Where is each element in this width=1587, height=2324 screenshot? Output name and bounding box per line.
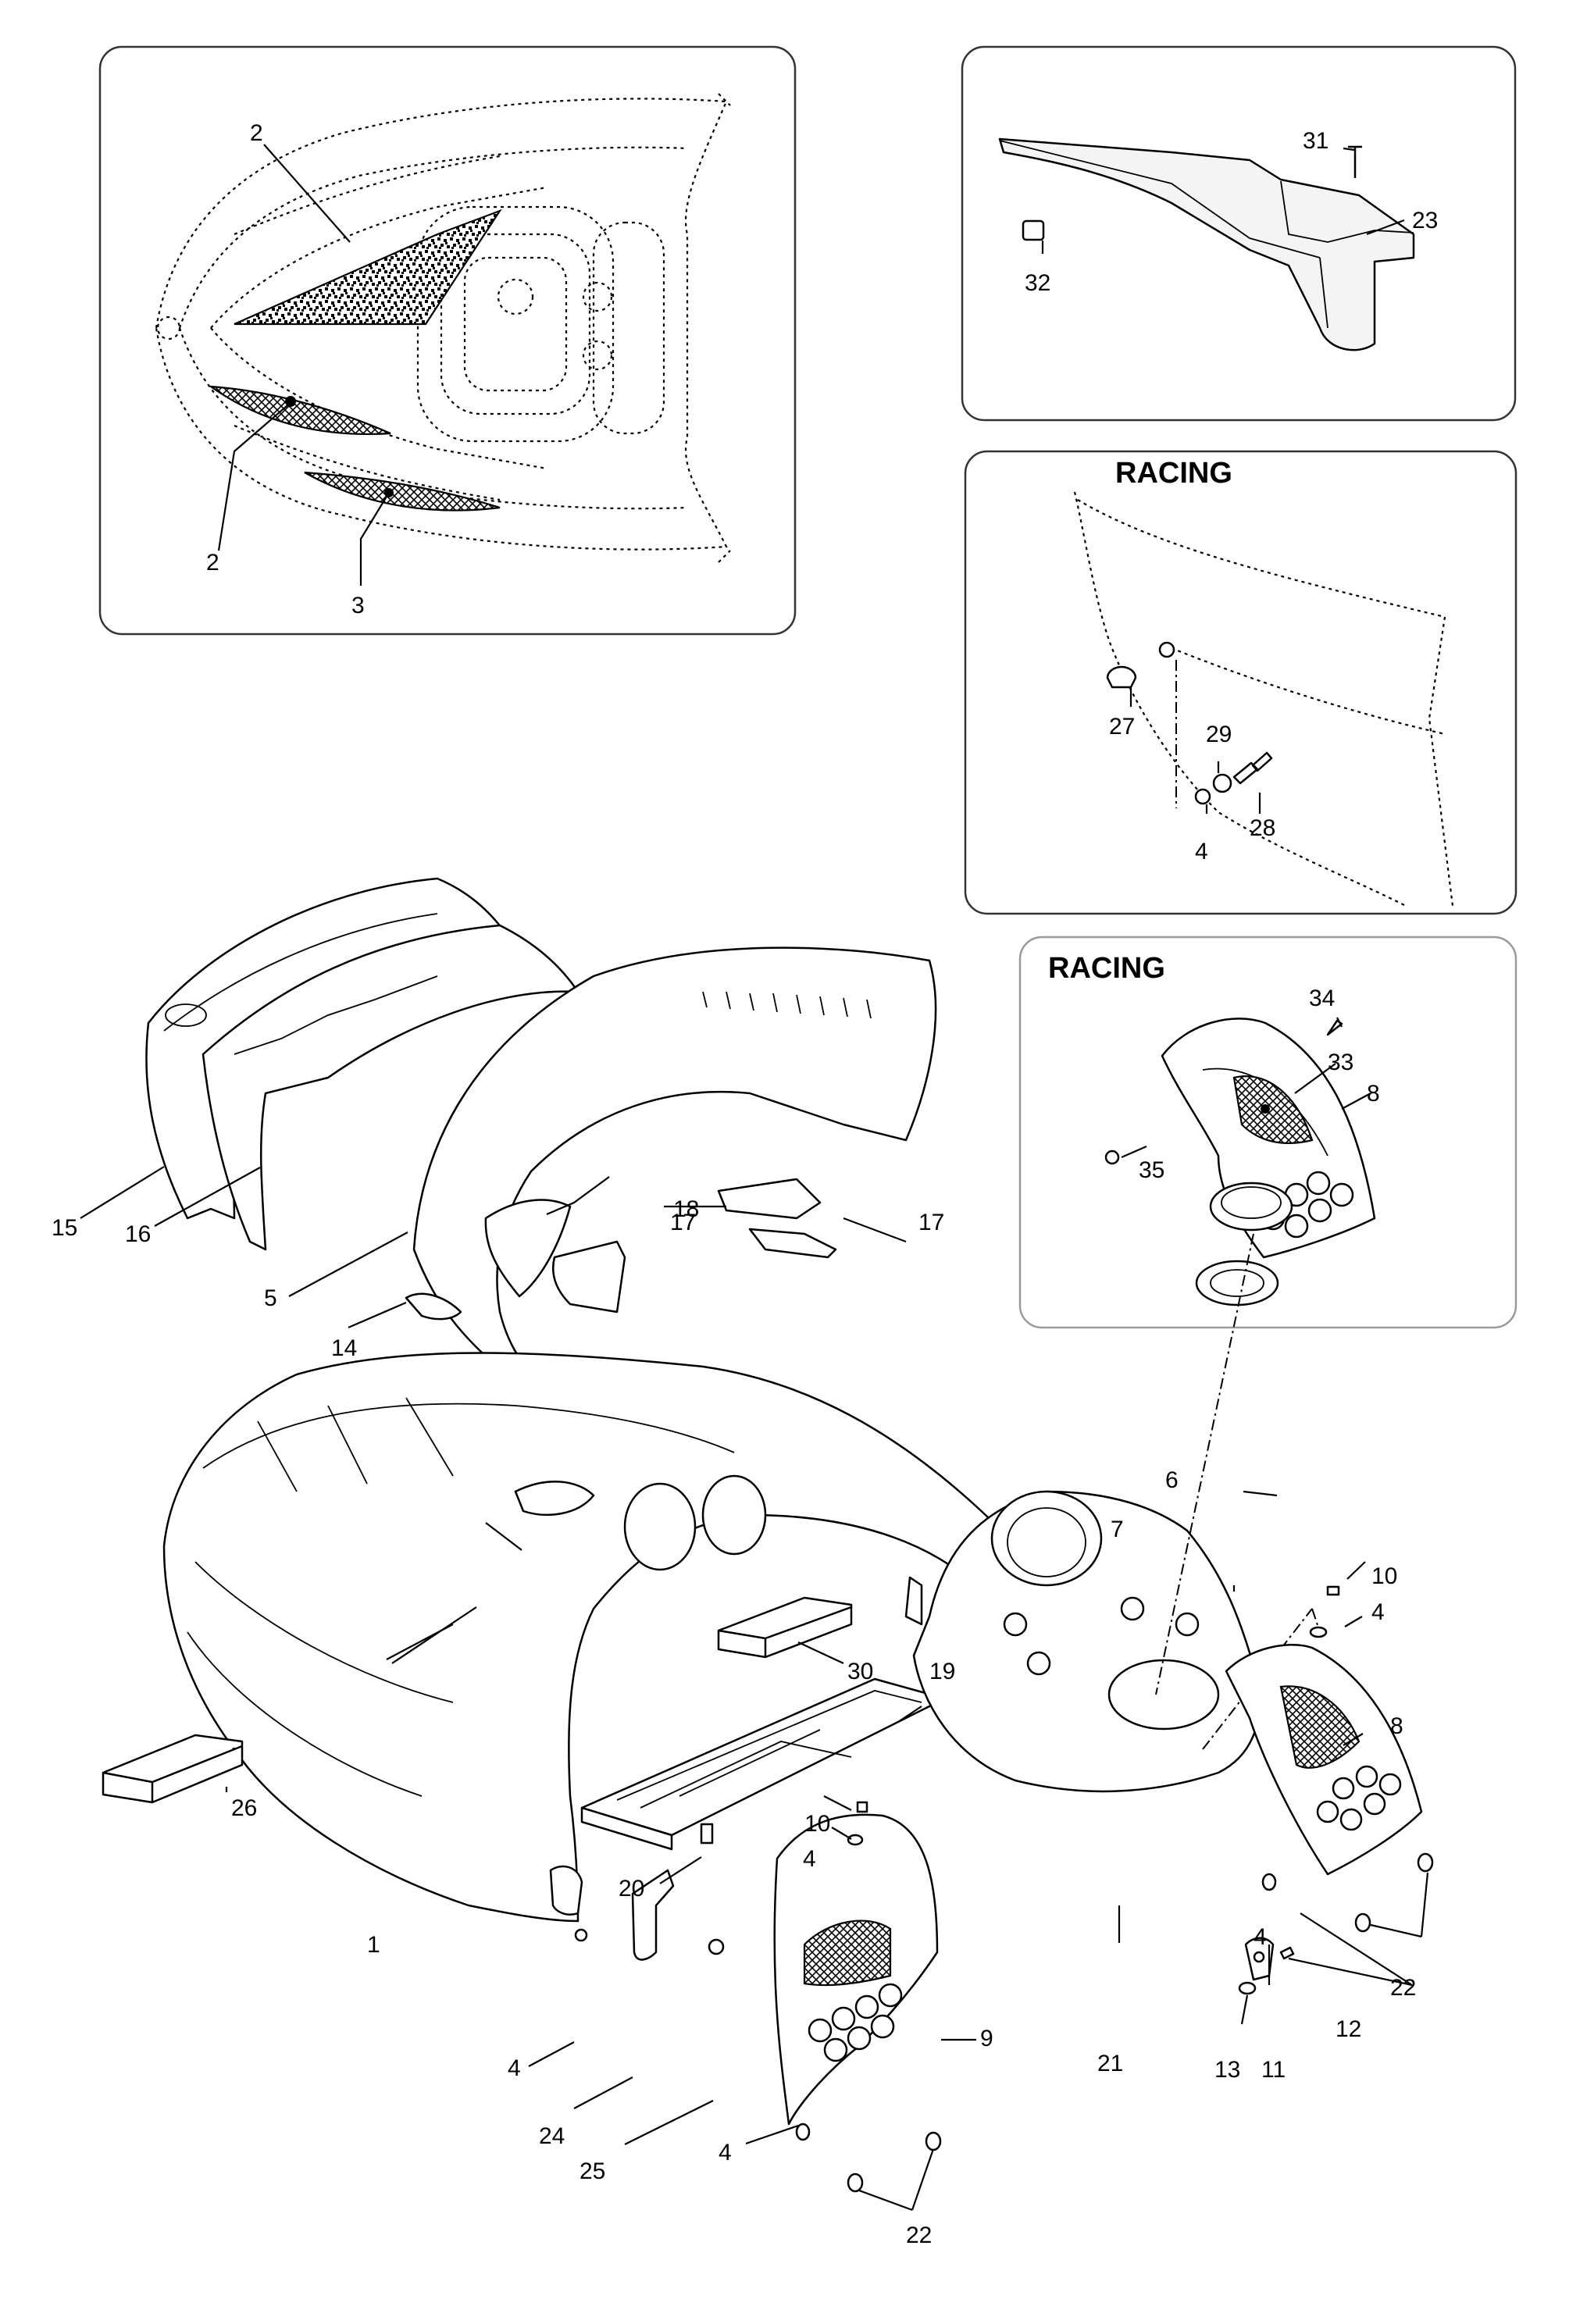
trim-strip-part: [748, 1228, 837, 1259]
callout-25: 25: [580, 2158, 605, 2184]
callout-4-left: 4: [803, 1846, 816, 1872]
bracket-part: [631, 1869, 675, 1961]
washer-part-2: [1212, 773, 1232, 793]
callout-32: 32: [1025, 270, 1050, 296]
vent-part-left: [484, 1199, 572, 1298]
callout-29: 29: [1206, 722, 1232, 747]
plug-part: [708, 1938, 725, 1955]
callout-22-left: 22: [906, 2222, 932, 2248]
clip-part: [1022, 219, 1045, 241]
racing-cover-panel: RACING: [1018, 936, 1517, 1329]
main-hull-part: [162, 1352, 1095, 1923]
decal-panel-upper: [234, 209, 502, 326]
callout-28: 28: [1250, 815, 1275, 841]
callout-35: 35: [1139, 1157, 1164, 1183]
callout-17-right: 17: [918, 1210, 944, 1235]
callout-17-left: 17: [670, 1210, 696, 1235]
racing-cover-heading: RACING: [1048, 952, 1165, 985]
washer-part: [1194, 788, 1211, 805]
bolt-part: [1232, 751, 1273, 785]
washer-left-4: [574, 1928, 588, 1942]
racing-side-panel: RACING: [964, 450, 1517, 915]
callout-4-racing: 4: [1195, 839, 1208, 864]
mesh-panel-left: [208, 385, 391, 436]
foam-block-part: [717, 1596, 853, 1659]
screw-right-10: [1326, 1585, 1340, 1596]
side-cover-left-part: [773, 1813, 939, 2126]
callout-11: 11: [1261, 2057, 1286, 2083]
screw-part: [1348, 145, 1362, 178]
top-view-console-outline: [416, 205, 665, 443]
callout-14: 14: [331, 1335, 357, 1361]
callout-9: 9: [980, 2026, 993, 2051]
callout-3: 3: [351, 593, 365, 618]
washer-right-4: [1309, 1626, 1328, 1638]
side-cover-right-part: [1225, 1644, 1423, 1876]
washer-bottom-right-4: [1261, 1873, 1277, 1891]
latch-part: [405, 1292, 462, 1321]
callout-18: 18: [673, 1196, 699, 1222]
callout-16: 16: [125, 1221, 151, 1247]
washer-13: [1238, 1981, 1257, 1995]
callout-6: 6: [1165, 1467, 1179, 1493]
trim-part: [551, 1240, 626, 1313]
screw-left-10: [856, 1801, 868, 1813]
callout-20: 20: [619, 1876, 644, 1902]
callout-7: 7: [1111, 1517, 1124, 1542]
callout-13: 13: [1214, 2057, 1240, 2083]
callout-4-right: 4: [1371, 1599, 1385, 1625]
callout-8-right: 8: [1390, 1713, 1403, 1739]
callout-23: 23: [1412, 208, 1438, 233]
fuel-cap-gasket-part: [1195, 1260, 1279, 1306]
callout-19: 19: [929, 1659, 955, 1684]
callout-8-racing: 8: [1367, 1081, 1380, 1107]
callout-21: 21: [1097, 2051, 1123, 2076]
screw-12: [1279, 1946, 1295, 1960]
mount-plate-part: [1244, 1937, 1275, 1981]
callout-15: 15: [52, 1215, 77, 1241]
upper-body-part: [412, 946, 937, 1384]
washer-left-4-b: [847, 1834, 864, 1846]
rivet-part: [1106, 665, 1137, 689]
washer-bottom-4: [795, 2123, 811, 2141]
callout-2-bottom: 2: [206, 550, 219, 576]
plug-22-right: [1354, 1852, 1434, 1933]
callout-labels: 2 2 3 31 23 32 27 29 4 28 34 33 8 35 15 …: [52, 120, 1438, 2248]
vent-part-right: [717, 1178, 822, 1220]
racing-side-heading: RACING: [1115, 457, 1232, 490]
callout-4-bottom: 4: [719, 2140, 732, 2165]
callout-34: 34: [1309, 986, 1335, 1011]
plug-22-left: [847, 2131, 942, 2193]
mesh-panel-right: [304, 471, 501, 511]
screw-20: [700, 1823, 714, 1845]
storage-bin-part: [998, 137, 1415, 351]
callout-10-left: 10: [804, 1811, 830, 1837]
fuel-cap-ring-part: [1209, 1182, 1293, 1232]
inner-cover-part: [201, 924, 580, 1251]
callout-24: 24: [539, 2123, 565, 2149]
foam-pad-part: [102, 1734, 244, 1804]
leader-lines: [80, 144, 1429, 2212]
callout-4-mount: 4: [1254, 1924, 1267, 1950]
callout-31: 31: [1303, 128, 1328, 154]
callout-5: 5: [264, 1285, 277, 1311]
top-view-panel: [98, 45, 797, 636]
callout-33: 33: [1328, 1050, 1353, 1075]
callout-10-right: 10: [1371, 1563, 1397, 1589]
callout-12: 12: [1336, 2016, 1361, 2042]
console-part: [904, 1490, 1261, 1793]
storage-bin-panel: [961, 45, 1517, 422]
callout-30: 30: [847, 1659, 873, 1684]
callout-27: 27: [1109, 714, 1135, 740]
callout-2-top: 2: [250, 120, 263, 146]
callout-4-bracket: 4: [508, 2055, 521, 2081]
callout-1: 1: [367, 1932, 380, 1958]
callout-22-right: 22: [1390, 1975, 1416, 2001]
callout-26: 26: [231, 1795, 257, 1821]
